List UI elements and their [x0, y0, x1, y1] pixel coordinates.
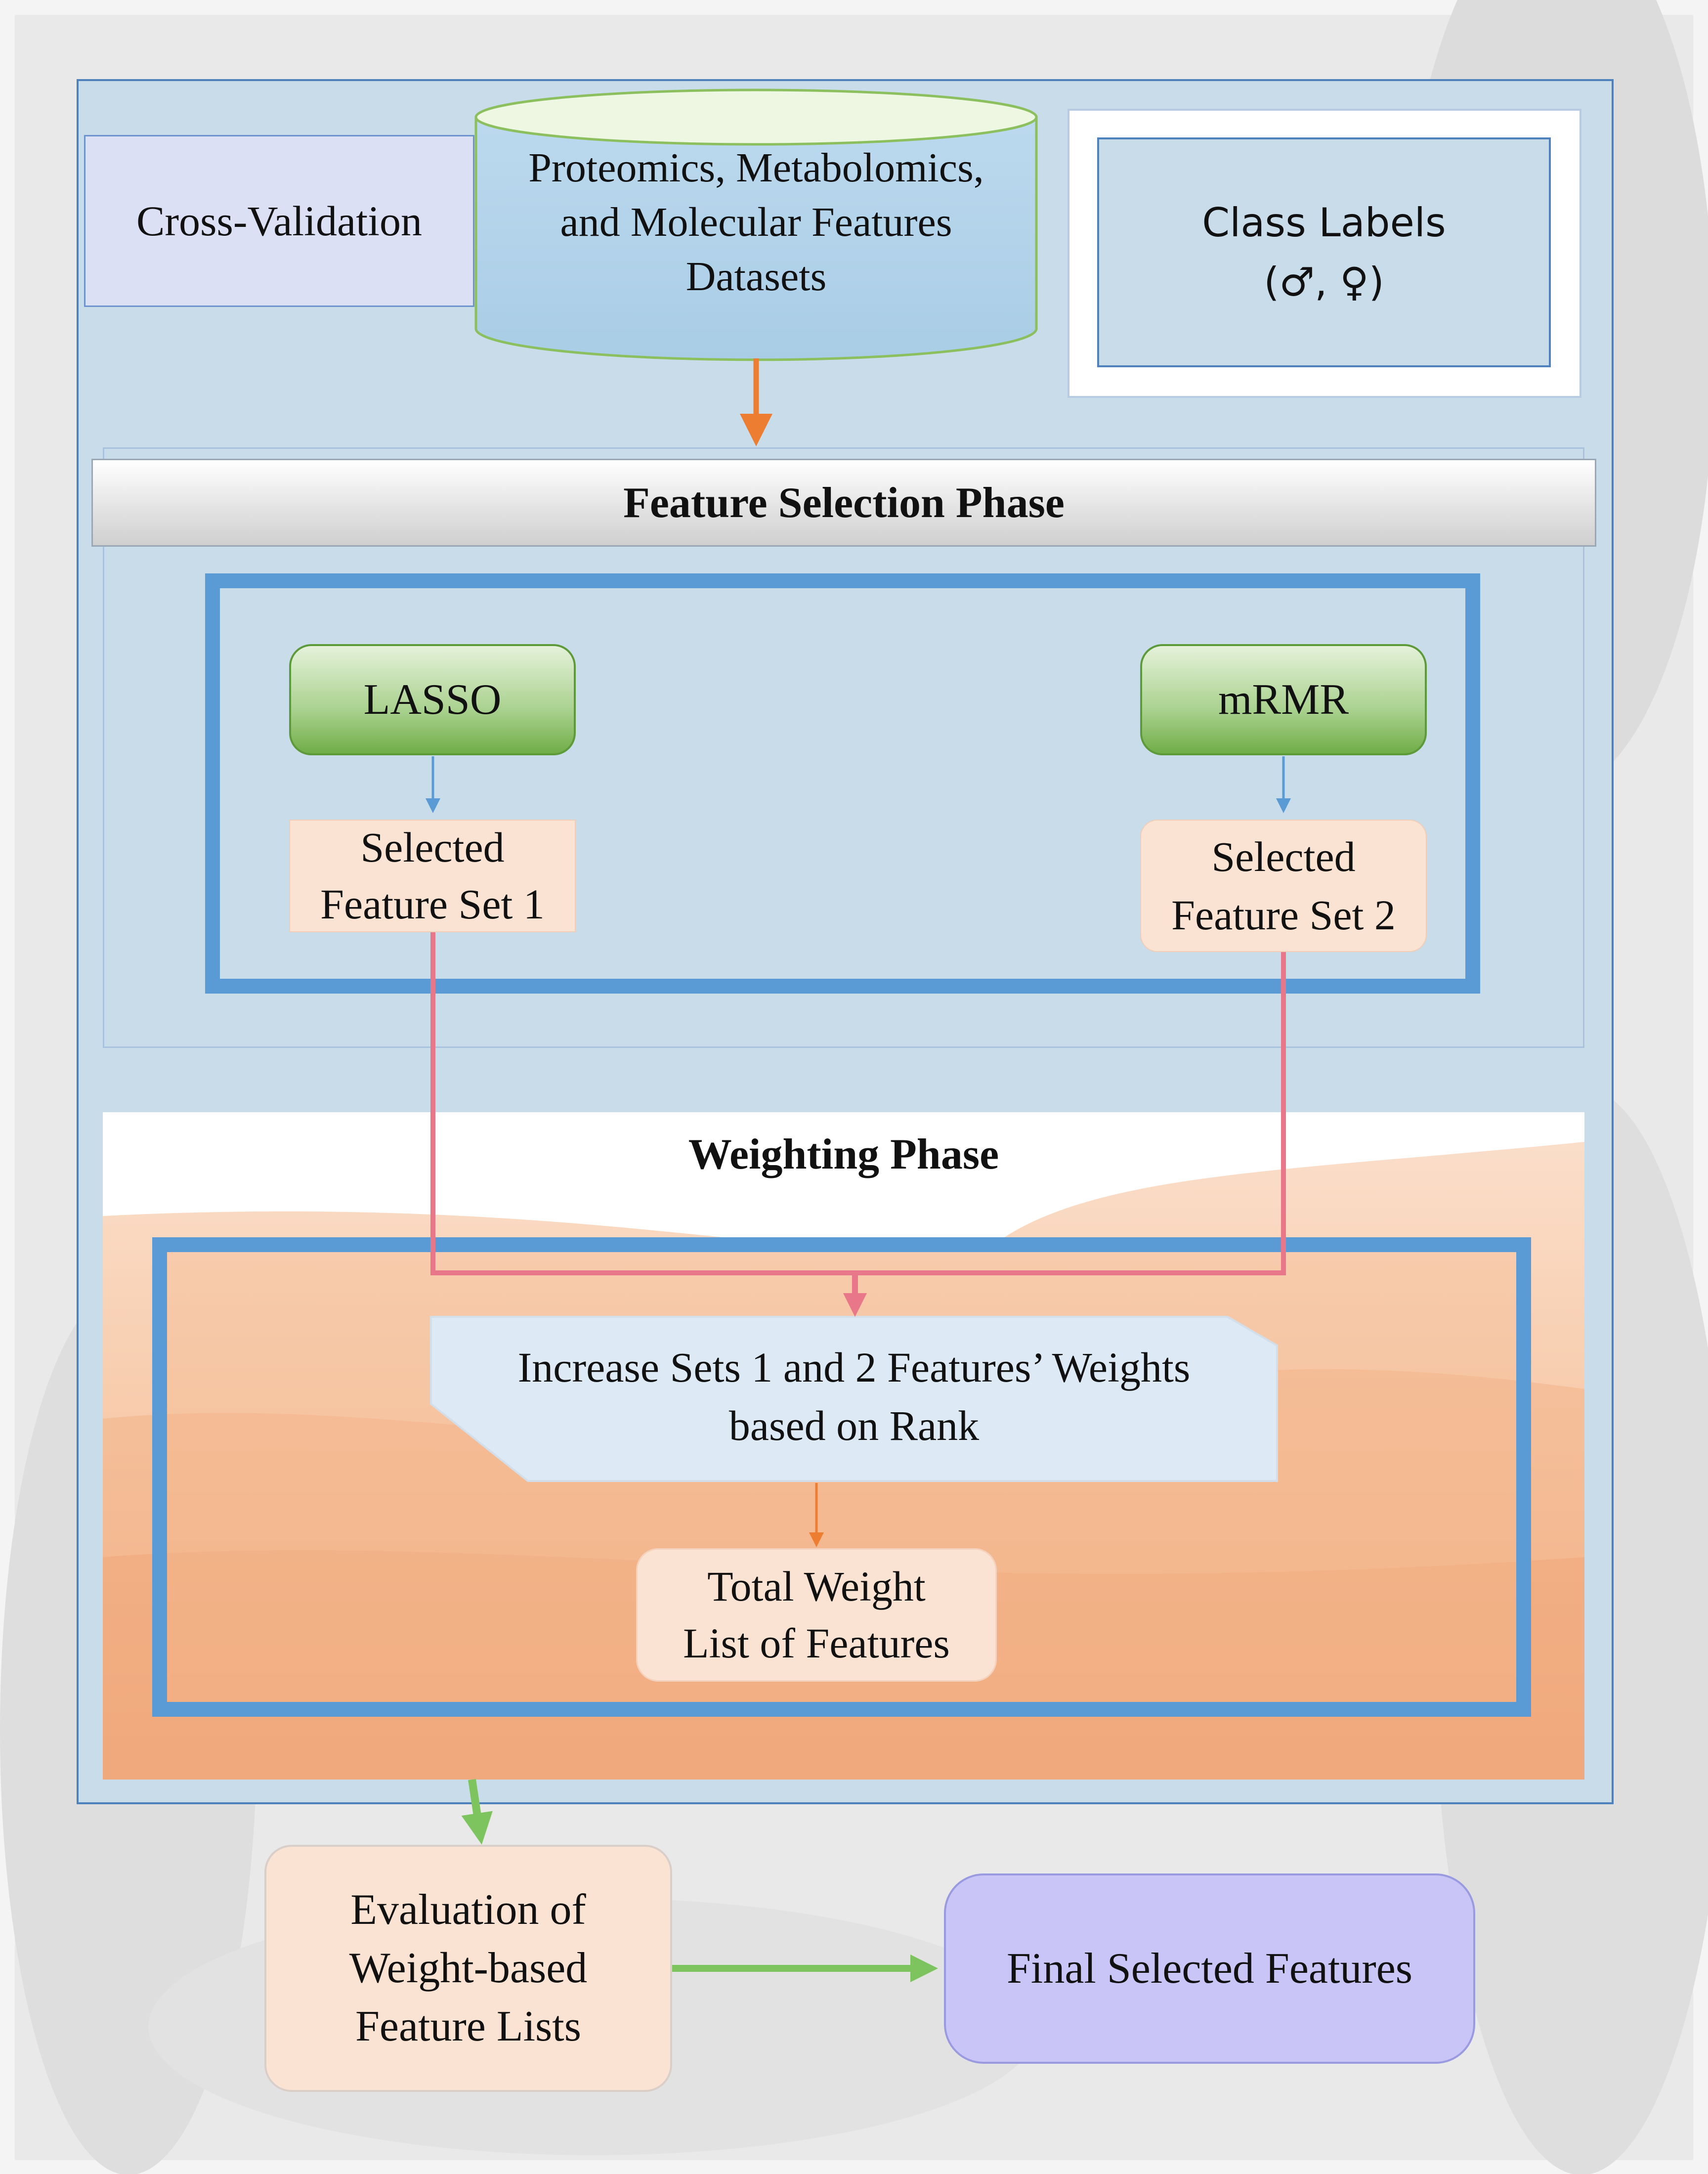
class-labels-title: Class Labels — [1202, 199, 1446, 246]
datasets-cylinder — [474, 88, 1038, 361]
increase-weights-label: Increase Sets 1 and 2 Features’ Weights … — [517, 1344, 1191, 1449]
selected-feature-set-2: Selected Feature Set 2 — [1140, 820, 1427, 952]
increase-weights-shape — [430, 1316, 1278, 1482]
feature-selection-title: Feature Selection Phase — [623, 478, 1065, 527]
class-labels-symbols: (♂, ♀) — [1264, 259, 1384, 305]
total-weight-list-box: Total Weight List of Features — [636, 1548, 997, 1682]
evaluation-box: Evaluation of Weight-based Feature Lists — [264, 1845, 672, 2092]
mrmr-box: mRMR — [1140, 644, 1427, 755]
weighting-phase-title: Weighting Phase — [688, 1130, 999, 1178]
cross-validation-label: Cross-Validation — [136, 197, 423, 245]
selected-feature-set-1: Selected Feature Set 1 — [289, 820, 576, 932]
connector-set2-to-increase — [855, 952, 1286, 1275]
class-labels-box: Class Labels (♂, ♀) — [1097, 137, 1551, 367]
cross-validation-box: Cross-Validation — [84, 135, 474, 307]
mrmr-label: mRMR — [1218, 676, 1349, 724]
connector-set1-to-increase — [430, 932, 855, 1275]
lasso-label: LASSO — [363, 676, 502, 724]
final-selected-features-box: Final Selected Features — [944, 1873, 1475, 2064]
lasso-box: LASSO — [289, 644, 576, 755]
feature-selection-title-bar: Feature Selection Phase — [91, 459, 1596, 547]
arrow-weighting-to-evaluation — [461, 1779, 493, 1845]
datasets-label: Proteomics, Metabolomics, and Molecular … — [528, 145, 984, 300]
final-selected-features-label: Final Selected Features — [1006, 1945, 1413, 1993]
